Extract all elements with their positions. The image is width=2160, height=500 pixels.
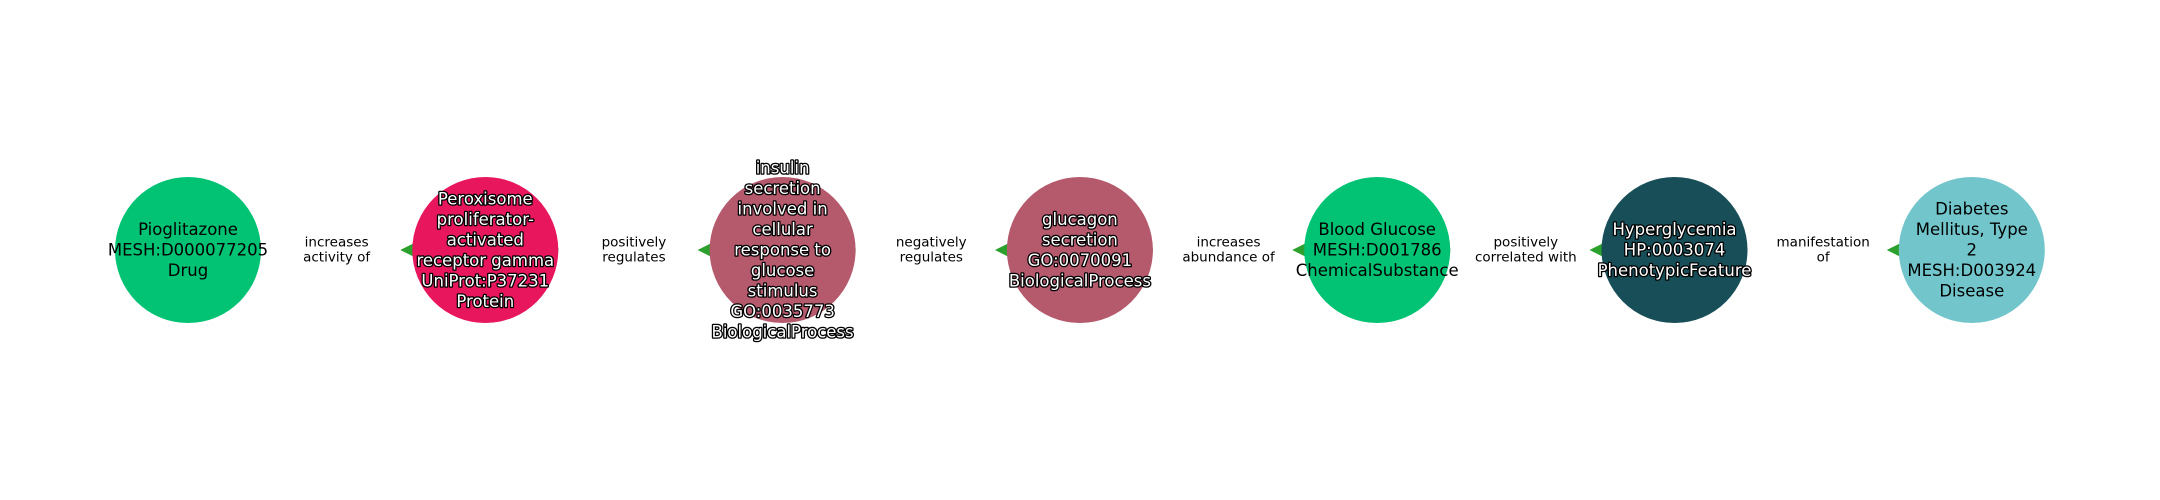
edge-label-line: increases xyxy=(1197,235,1261,251)
node-biologicalprocess[interactable]: glucagonsecretionGO:0070091BiologicalPro… xyxy=(1006,177,1153,323)
node-label-line: involved in xyxy=(738,200,828,219)
node-circle[interactable] xyxy=(1898,177,2045,323)
node-label-line: MESH:D003924 xyxy=(1907,261,2036,280)
node-label-line: Peroxisome xyxy=(438,189,533,208)
node-label-line: BiologicalProcess xyxy=(1009,271,1151,290)
edge-label-line: negatively xyxy=(896,235,967,251)
node-label-line: MESH:D000077205 xyxy=(108,241,268,260)
node-label-line: cellular xyxy=(752,220,813,239)
edge-label-line: activity of xyxy=(303,250,371,266)
node-circle[interactable] xyxy=(1006,177,1153,323)
node-label-line: Disease xyxy=(1939,282,2004,301)
node-label-line: secretion xyxy=(745,179,821,198)
node-chemicalsubstance[interactable]: Blood GlucoseMESH:D001786ChemicalSubstan… xyxy=(1296,177,1459,323)
node-label-line: Pioglitazone xyxy=(138,220,238,239)
edge-label-line: increases xyxy=(305,235,369,251)
node-circle[interactable] xyxy=(115,177,261,323)
node-label-line: HP:0003074 xyxy=(1624,241,1725,260)
edge-label-line: abundance of xyxy=(1182,250,1276,266)
node-label-line: response to xyxy=(734,241,831,260)
node-label-line: insulin xyxy=(756,159,810,178)
edge-label-line: positively xyxy=(602,235,667,251)
edge-label-line: manifestation xyxy=(1777,235,1870,251)
node-circle[interactable] xyxy=(709,177,856,323)
node-label-line: 2 xyxy=(1967,241,1978,260)
node-label-line: Mellitus, Type xyxy=(1916,220,2028,239)
node-label-line: MESH:D001786 xyxy=(1313,241,1442,260)
node-circle[interactable] xyxy=(412,177,559,323)
node-label-line: ChemicalSubstance xyxy=(1296,261,1459,280)
node-label-line: Hyperglycemia xyxy=(1612,220,1736,239)
node-label-line: BiologicalProcess xyxy=(712,323,854,342)
node-label-line: UniProt:P37231 xyxy=(421,271,549,290)
node-label-line: receptor gamma xyxy=(416,251,554,270)
node-label-line: Diabetes xyxy=(1935,200,2008,219)
edge-label-line: regulates xyxy=(602,250,665,266)
node-label-line: GO:0070091 xyxy=(1028,251,1133,270)
node-label-line: glucose xyxy=(751,261,814,280)
node-protein[interactable]: Peroxisome proliferator-activated receptor… xyxy=(412,177,559,323)
node-label-line: stimulus xyxy=(748,282,818,301)
node-label-line: PhenotypicFeature xyxy=(1598,261,1752,280)
node-label-line: GO:0035773 xyxy=(730,302,835,321)
node-circle[interactable] xyxy=(1304,177,1451,323)
edge-label-line: positively xyxy=(1493,235,1558,251)
node-label-line: glucagon xyxy=(1042,210,1118,229)
node-label-line: proliferator- xyxy=(437,210,534,229)
edge-label-line: regulates xyxy=(900,250,963,266)
node-label-line: secretion xyxy=(1042,230,1118,249)
node-circle[interactable] xyxy=(1601,177,1748,323)
node-label-line: activated xyxy=(447,230,524,249)
edge-label-line: correlated with xyxy=(1475,250,1577,266)
node-label-line: Blood Glucose xyxy=(1318,220,1436,239)
edge-label-line: of xyxy=(1817,250,1831,266)
node-label-line: Drug xyxy=(168,261,208,280)
node-label-line: Protein xyxy=(456,292,514,311)
